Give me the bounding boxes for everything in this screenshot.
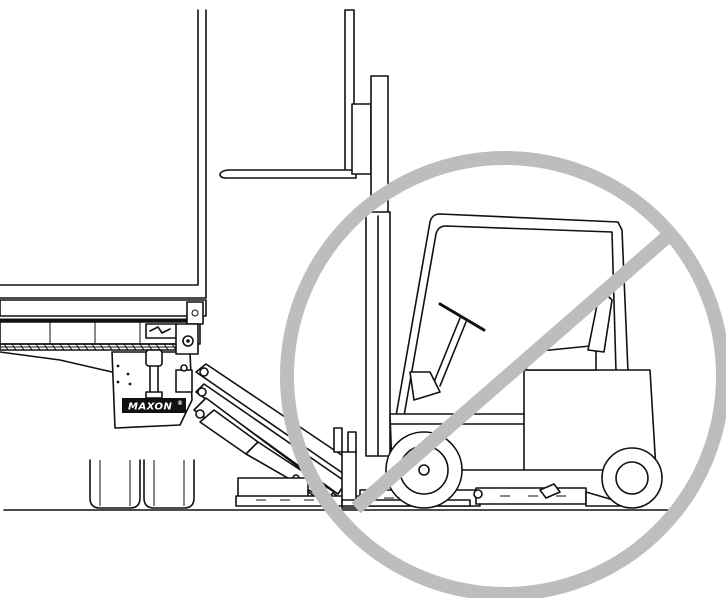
forklift-rear-wheel <box>601 447 663 509</box>
no-symbol-icon <box>280 151 726 598</box>
forklift-seat <box>525 294 613 371</box>
forklift-mast <box>351 75 391 457</box>
truck-body <box>0 9 207 373</box>
maxon-logo: MAXON <box>128 402 173 413</box>
maxon-logo-mark: ® <box>177 400 184 407</box>
truck-tires <box>89 459 195 509</box>
maxon-logo-plate: MAXON ® <box>122 398 186 413</box>
forklift-overhead-guard <box>395 213 629 417</box>
forklift-steering-wheel <box>409 302 486 401</box>
forklift-forks <box>219 9 357 179</box>
